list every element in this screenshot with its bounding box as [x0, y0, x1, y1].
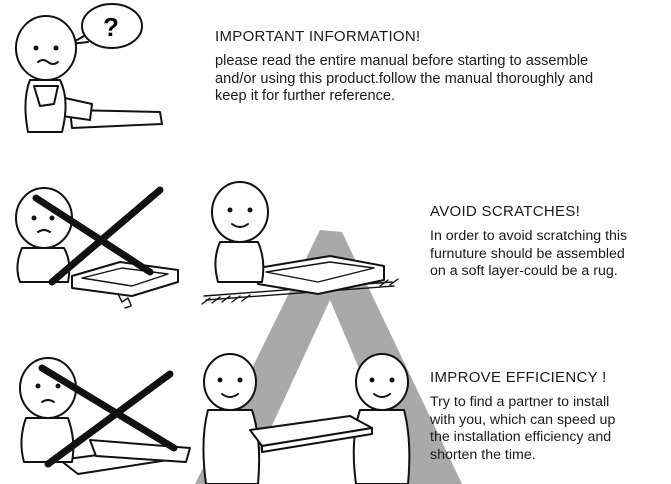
section-body: In order to avoid scratching this furnut…	[430, 228, 670, 281]
body-line: furnuture should be assembled	[430, 245, 625, 262]
body-line: Try to find a partner to install	[430, 394, 610, 410]
body-line: keep it for further reference.	[215, 88, 396, 104]
body-line: In order to avoid scratching this	[430, 228, 628, 244]
two-person-figure-icon	[202, 353, 411, 484]
body-line: with you, which can speed up	[430, 411, 616, 428]
section-body: please read the entire manual before sta…	[215, 53, 667, 106]
section-important-information: IMPORTANT INFORMATION! please read the e…	[215, 28, 667, 106]
section-body: Try to find a partner to install with yo…	[430, 394, 670, 464]
section-heading: IMPORTANT INFORMATION!	[215, 28, 421, 45]
body-line: on a soft layer-could be a rug.	[430, 263, 618, 279]
thinking-figure-icon: ?	[15, 3, 163, 133]
section-heading: AVOID SCRATCHES!	[430, 203, 581, 220]
section-improve-efficiency: IMPROVE EFFICIENCY ! Try to find a partn…	[430, 369, 670, 464]
body-line: shorten the time.	[430, 446, 536, 463]
question-mark: ?	[103, 12, 119, 42]
right-way-figure-icon	[201, 181, 399, 305]
body-line: and/or using this product.follow the man…	[215, 70, 594, 87]
body-line: the installation efficiency and	[430, 429, 612, 445]
section-heading: IMPROVE EFFICIENCY !	[430, 369, 607, 386]
wrong-alone-figure-icon	[19, 357, 191, 475]
body-line: please read the entire manual before sta…	[215, 53, 589, 69]
wrong-way-figure-icon	[15, 186, 179, 309]
section-avoid-scratches: AVOID SCRATCHES! In order to avoid scrat…	[430, 203, 670, 281]
